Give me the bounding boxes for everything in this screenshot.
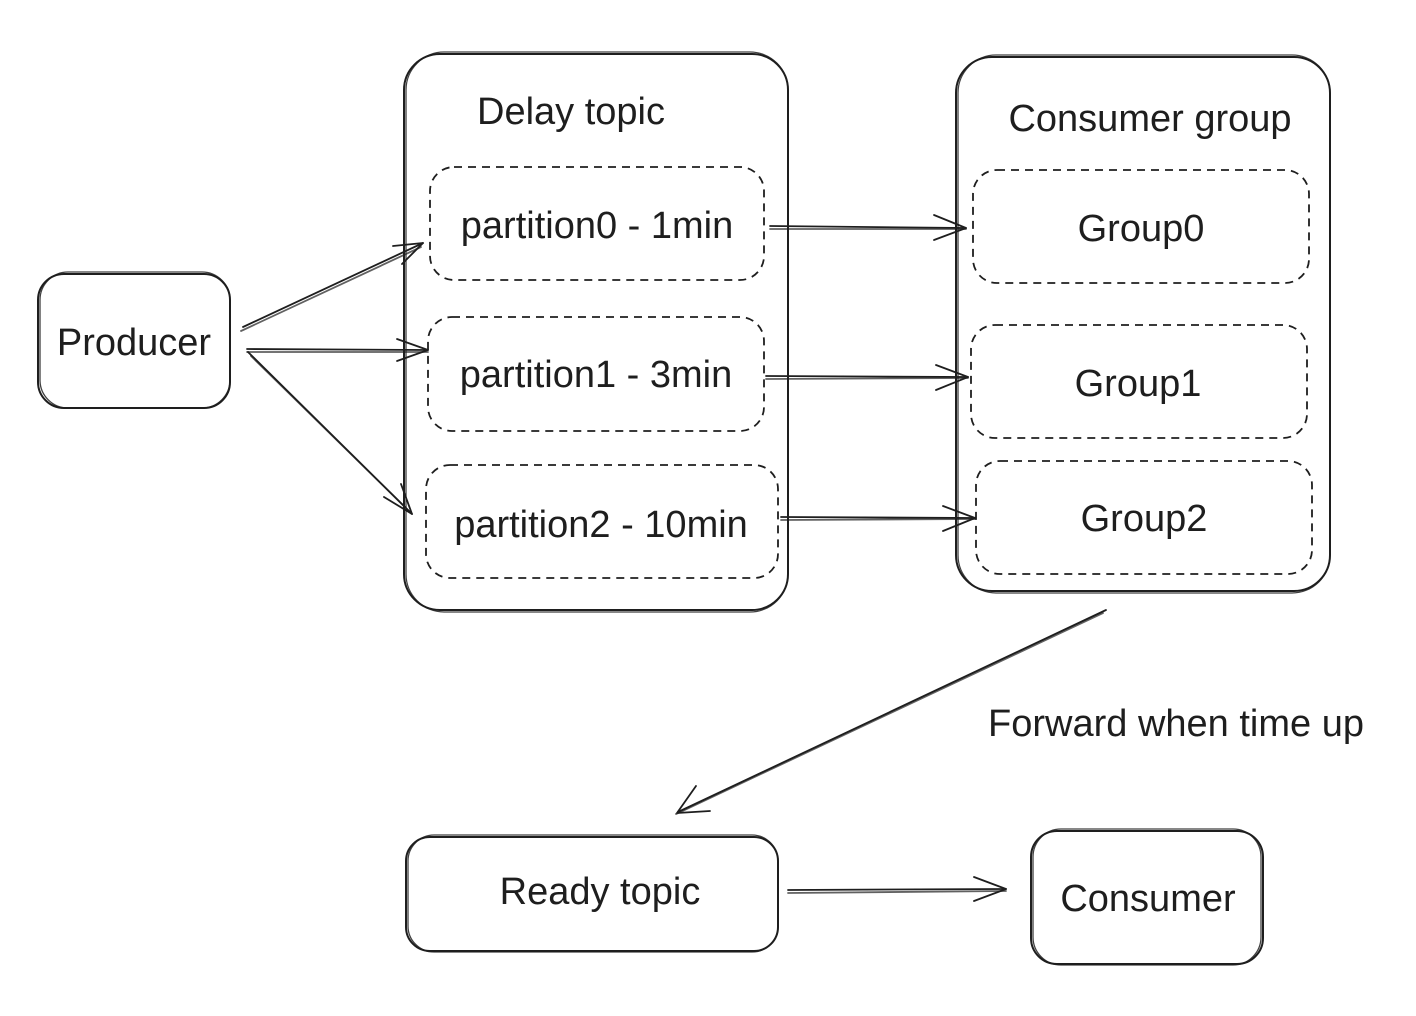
- group-1: Group1: [970, 324, 1308, 439]
- arrow-producer-to-partition1: [246, 338, 429, 362]
- consumer-node: Consumer: [1030, 828, 1264, 966]
- group-2: Group2: [975, 460, 1313, 575]
- group-label: Group2: [1081, 498, 1208, 540]
- arrow-partition0-to-group0: [769, 214, 967, 241]
- producer-node: Producer: [37, 271, 231, 409]
- partition-0: partition0 - 1min: [429, 166, 765, 281]
- consumer-group-title: Consumer group: [1008, 98, 1291, 140]
- group-label: Group1: [1075, 363, 1202, 405]
- producer-label: Producer: [57, 322, 212, 364]
- partition-label: partition0 - 1min: [461, 205, 733, 247]
- forward-edge-label: Forward when time up: [988, 703, 1364, 745]
- arrow-partition2-to-group2: [780, 505, 976, 532]
- ready-topic-label: Ready topic: [500, 871, 701, 913]
- partition-label: partition1 - 3min: [460, 354, 732, 396]
- arrow-ready-topic-to-consumer: [787, 876, 1007, 902]
- arrow-producer-to-partition2: [247, 351, 413, 515]
- arrow-consumer-group-to-ready-topic: [675, 609, 1107, 815]
- group-label: Group0: [1078, 208, 1205, 250]
- group-0: Group0: [972, 169, 1310, 284]
- consumer-label: Consumer: [1060, 878, 1236, 920]
- partition-2: partition2 - 10min: [425, 464, 779, 579]
- ready-topic-node: Ready topic: [405, 834, 779, 953]
- arrow-producer-to-partition0: [240, 242, 424, 332]
- consumer-group-container: Consumer group: [955, 54, 1331, 594]
- arrow-partition1-to-group1: [765, 364, 969, 391]
- delay-topic-title: Delay topic: [477, 91, 665, 133]
- partition-1: partition1 - 3min: [427, 316, 765, 432]
- delay-topic-container: Delay topic: [403, 51, 789, 613]
- partition-label: partition2 - 10min: [454, 504, 748, 546]
